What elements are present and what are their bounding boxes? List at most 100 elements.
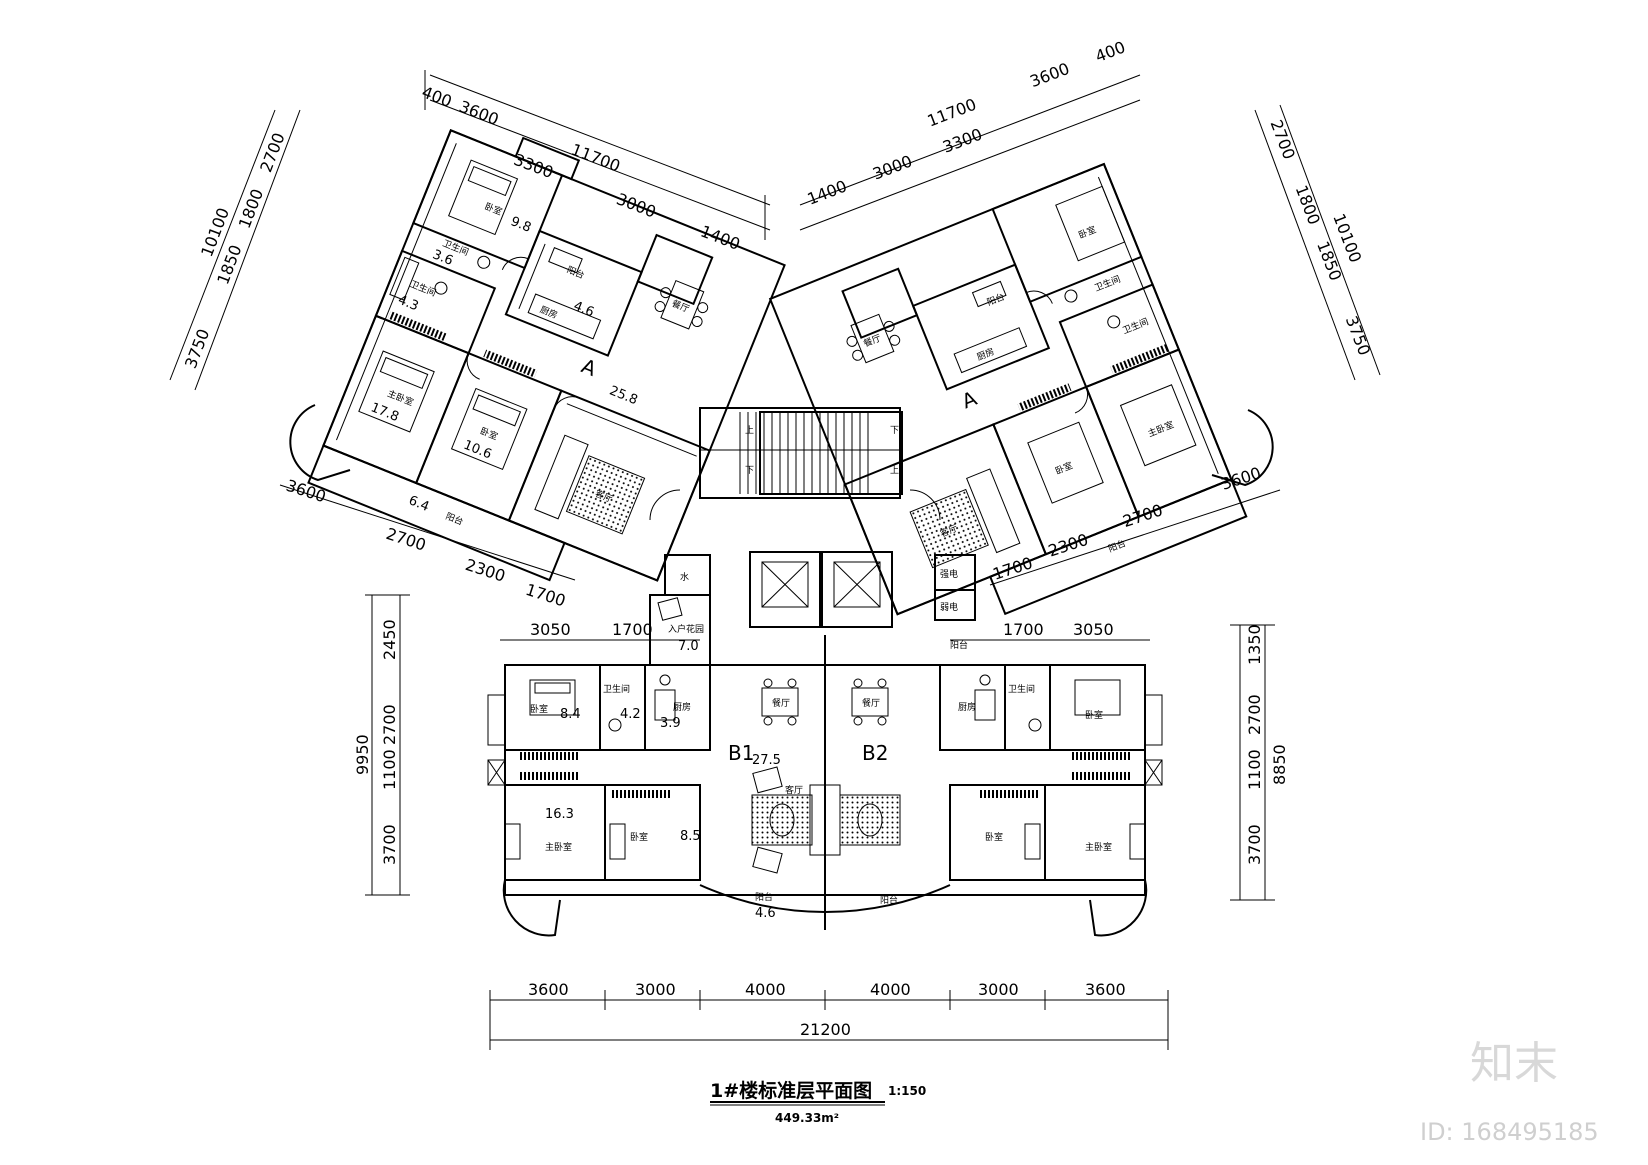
dim-rt-400: 400 (1093, 37, 1128, 66)
area-b1-living: 27.5 (752, 753, 781, 768)
dim-br-1350: 1350 (1245, 624, 1264, 665)
dim-bl-2700: 2700 (380, 704, 399, 745)
stair-down-label: 下 (745, 466, 754, 476)
room-label-b2-bedroom: 卧室 (1085, 709, 1103, 721)
right-top-dim-chain: 1400 3000 3300 11700 3600 400 (799, 37, 1141, 231)
dim-rt-3600: 3600 (1027, 59, 1072, 91)
room-label-bath-2: 卫生间 (408, 278, 438, 299)
area-bedroom-top: 9.8 (508, 214, 533, 236)
drawing-title: 1#楼标准层平面图 (710, 1079, 872, 1102)
bottom-block-b1-b2: 入户花园 7.0 卧室 8.4 卫生间 4.2 厨房 3.9 餐厅 B1 27.… (487, 594, 1163, 937)
right-bottom-dim-chain: 1700 2300 2700 3600 (989, 463, 1281, 586)
dim-rt-11700: 11700 (925, 95, 979, 131)
dim-b-3050-r: 3050 (1073, 620, 1114, 639)
stair-down-label-2: 下 (890, 426, 899, 436)
stair-up-label: 上 (745, 425, 754, 436)
area-entry: 7.0 (678, 639, 699, 654)
right-bay-window (1211, 409, 1274, 487)
stair-up-label-2: 上 (890, 465, 899, 476)
shaft-water-label: 水 (680, 571, 689, 583)
room-label-b1-balcony: 阳台 (755, 891, 773, 903)
shaft-strong-label: 强电 (940, 568, 958, 580)
area-b1-master: 16.3 (545, 807, 574, 822)
dim-lt-3000: 3000 (614, 189, 659, 221)
room-label-b2-dining: 餐厅 (862, 697, 880, 709)
central-core: 上 下 下 上 水 强电 弱电 (649, 407, 976, 628)
dim-bot-3600a: 3600 (528, 980, 569, 999)
dim-bot-3000b: 3000 (978, 980, 1019, 999)
area-balcony: 6.4 (406, 493, 431, 515)
area-bath-2: 4.3 (396, 293, 421, 315)
room-label-bedroom-r2: 卧室 (1053, 459, 1074, 477)
watermark: 知末 ID: 168495185 (1420, 1038, 1599, 1146)
area-living: 25.8 (607, 383, 639, 408)
dim-bl-9950: 9950 (353, 734, 372, 775)
dim-lb-3600: 3600 (284, 476, 329, 507)
dim-br-3700: 3700 (1245, 824, 1264, 865)
drawing-area: 449.33m² (775, 1111, 839, 1125)
room-label-b1-bedroom-2: 卧室 (630, 831, 648, 843)
left-bottom-dim-chain: 3600 2700 2300 1700 (279, 476, 576, 611)
room-label-balcony: 阳台 (444, 510, 465, 528)
room-label-b1-bath: 卫生间 (603, 683, 630, 695)
room-label-b2-balcony: 阳台 (880, 894, 898, 906)
area-bath-1: 3.6 (430, 247, 455, 269)
unit-label-b2: B2 (862, 741, 888, 765)
dim-rt-3000: 3000 (870, 151, 915, 183)
room-label-bedroom-r: 卧室 (1077, 223, 1098, 241)
left-wing-unit-a: 卧室 9.8 卫生间 3.6 阳台 厨房 4.6 卫生间 4.3 餐厅 A 25… (307, 129, 786, 582)
dim-bot-total: 21200 (800, 1020, 851, 1039)
title-block: 1#楼标准层平面图 1:150 449.33m² (710, 1079, 926, 1125)
dim-br-1100: 1100 (1245, 749, 1264, 790)
room-label-b1-kitchen: 厨房 (673, 701, 691, 713)
left-bay-window (289, 404, 351, 482)
dim-lt-3300: 3300 (511, 150, 556, 182)
dim-bot-3600b: 3600 (1085, 980, 1126, 999)
room-label-b2-bedroom-2: 卧室 (985, 831, 1003, 843)
dim-bot-4000a: 4000 (745, 980, 786, 999)
area-kitchen: 4.6 (571, 299, 596, 321)
watermark-brand: 知末 (1470, 1038, 1558, 1089)
room-label-master: 主卧室 (386, 387, 416, 408)
bottom-dim-chain: 3600 3000 4000 4000 3000 3600 21200 (489, 980, 1169, 1050)
dim-b-1700-l: 1700 (612, 620, 653, 639)
dim-ll-3750: 3750 (181, 326, 213, 371)
room-label-b2-master: 主卧室 (1085, 841, 1112, 853)
unit-label-a-left: A (578, 354, 600, 381)
room-label-dining-r: 餐厅 (862, 332, 883, 350)
area-b1-balcony: 4.6 (755, 906, 776, 921)
room-label-balcony-kr: 阳台 (985, 291, 1006, 309)
area-b1-bedroom-2: 8.5 (680, 829, 701, 844)
dim-bl-3700: 3700 (380, 824, 399, 865)
room-label-b1-master: 主卧室 (545, 841, 572, 853)
dim-rt-3300: 3300 (940, 124, 985, 156)
left-top-dim-chain: 400 3600 11700 3300 3000 1400 (419, 70, 771, 254)
dim-rb-3600: 3600 (1219, 463, 1264, 494)
room-label-master-r: 主卧室 (1146, 418, 1176, 439)
room-label-kitchen: 厨房 (538, 303, 559, 321)
right-side-dim-chain: 2700 1800 1850 3750 10100 (1254, 104, 1381, 381)
watermark-id: ID: 168495185 (1420, 1118, 1599, 1146)
dim-lb-1700: 1700 (523, 580, 568, 611)
area-b1-bath: 4.2 (620, 707, 641, 722)
dim-lt-3600: 3600 (457, 97, 502, 129)
room-label-bedroom: 卧室 (483, 200, 504, 218)
dim-ll-1800: 1800 (235, 186, 267, 231)
room-label-b2-kitchen: 厨房 (958, 701, 976, 713)
room-label-b1-living: 客厅 (785, 784, 803, 796)
dim-lt-1400: 1400 (698, 222, 743, 254)
b-right-dim-chain: 1350 2700 1100 3700 8850 (1230, 624, 1289, 901)
room-label-b1-dining: 餐厅 (772, 697, 790, 709)
dim-rb-2300: 2300 (1046, 530, 1091, 561)
dim-b-3050-l: 3050 (530, 620, 571, 639)
dim-rr-3750: 3750 (1342, 313, 1374, 358)
dim-bot-3000a: 3000 (635, 980, 676, 999)
room-label-bath-r: 卫生间 (1093, 273, 1123, 294)
room-label-b2-balcony-top: 阳台 (950, 639, 968, 651)
stair-treads (739, 412, 869, 494)
dim-bl-1100: 1100 (380, 749, 399, 790)
dim-rb-2700: 2700 (1120, 500, 1165, 531)
unit-label-a-right: A (958, 386, 980, 413)
dim-bot-4000b: 4000 (870, 980, 911, 999)
